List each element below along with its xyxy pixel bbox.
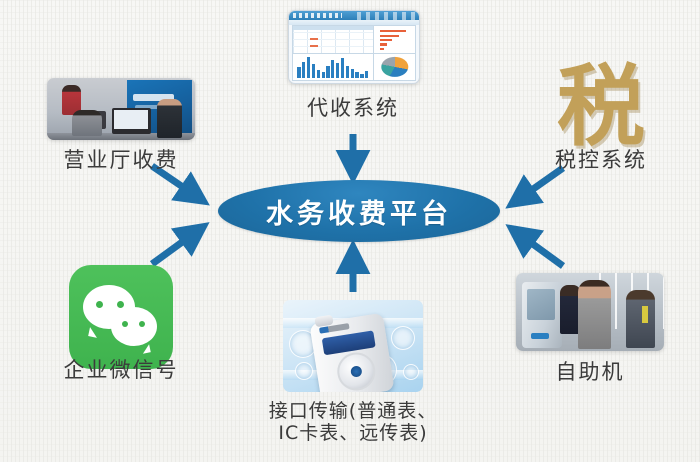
node-label-self-service-kiosk: 自助机 [555, 360, 625, 384]
dashboard-table-header [292, 26, 374, 30]
smart-water-meter [309, 312, 395, 392]
tax-character-glyph: 税 [556, 54, 645, 158]
arrow-tax-control-system [505, 165, 566, 209]
central-hub: 水务收费平台 [218, 180, 500, 242]
kiosk-person-center [578, 280, 611, 349]
kiosk-person-left [560, 285, 582, 334]
office-person-standing [61, 85, 82, 116]
water-drop-5 [403, 364, 419, 380]
dashboard-horizontal-bar-chart [372, 25, 417, 55]
wechat-dot-2 [117, 301, 124, 308]
kiosk-photo [516, 273, 664, 351]
dashboard-sub-toolbar [289, 19, 419, 25]
water-drop-2 [295, 362, 313, 380]
dashboard-screenshot [288, 10, 420, 84]
dashboard-table-highlight-column [310, 34, 318, 47]
wechat-bubble-small [111, 307, 157, 346]
office-desk [47, 132, 195, 140]
meter-lcd-screen [321, 330, 376, 356]
water-meter-photo [283, 300, 423, 392]
node-label-interface-line1: 接口传输(普通表、 [268, 400, 438, 422]
node-label-interface-line2: IC卡表、远传表) [278, 422, 428, 445]
arrow-business-hall [150, 163, 210, 206]
dashboard-pie-chart [372, 52, 417, 81]
dashboard-data-table [291, 25, 375, 55]
kiosk-person-right [625, 290, 656, 348]
node-label-collection-system: 代收系统 [307, 96, 399, 120]
meter-dial [334, 349, 379, 392]
dashboard-titlebar [289, 11, 419, 20]
kiosk-person-lanyard [641, 305, 648, 323]
node-label-enterprise-wechat: 企业微信号 [63, 358, 179, 382]
dashboard-toolbar-icons [357, 12, 417, 20]
arrow-enterprise-wechat [149, 222, 210, 267]
node-label-interface-transmission: 接口传输(普通表、 IC卡表、远传表) [243, 400, 463, 445]
node-label-tax-control-system: 税控系统 [555, 148, 647, 172]
wechat-dot-4 [139, 321, 145, 327]
dashboard-title-text [293, 13, 343, 18]
wechat-logo [69, 265, 173, 369]
wechat-dot-3 [122, 321, 128, 327]
office-monitor [112, 107, 151, 134]
arrow-self-service-kiosk [505, 224, 566, 269]
office-photo [47, 78, 195, 140]
water-drop-3 [391, 326, 415, 350]
office-person-staff [156, 99, 182, 138]
office-person-seated [72, 110, 102, 137]
central-hub-label: 水务收费平台 [266, 198, 452, 230]
kiosk-machine [521, 282, 562, 348]
wechat-dot-1 [96, 301, 103, 308]
node-label-business-hall: 营业厅收费 [63, 148, 179, 172]
dashboard-vertical-bar-chart [291, 52, 375, 81]
